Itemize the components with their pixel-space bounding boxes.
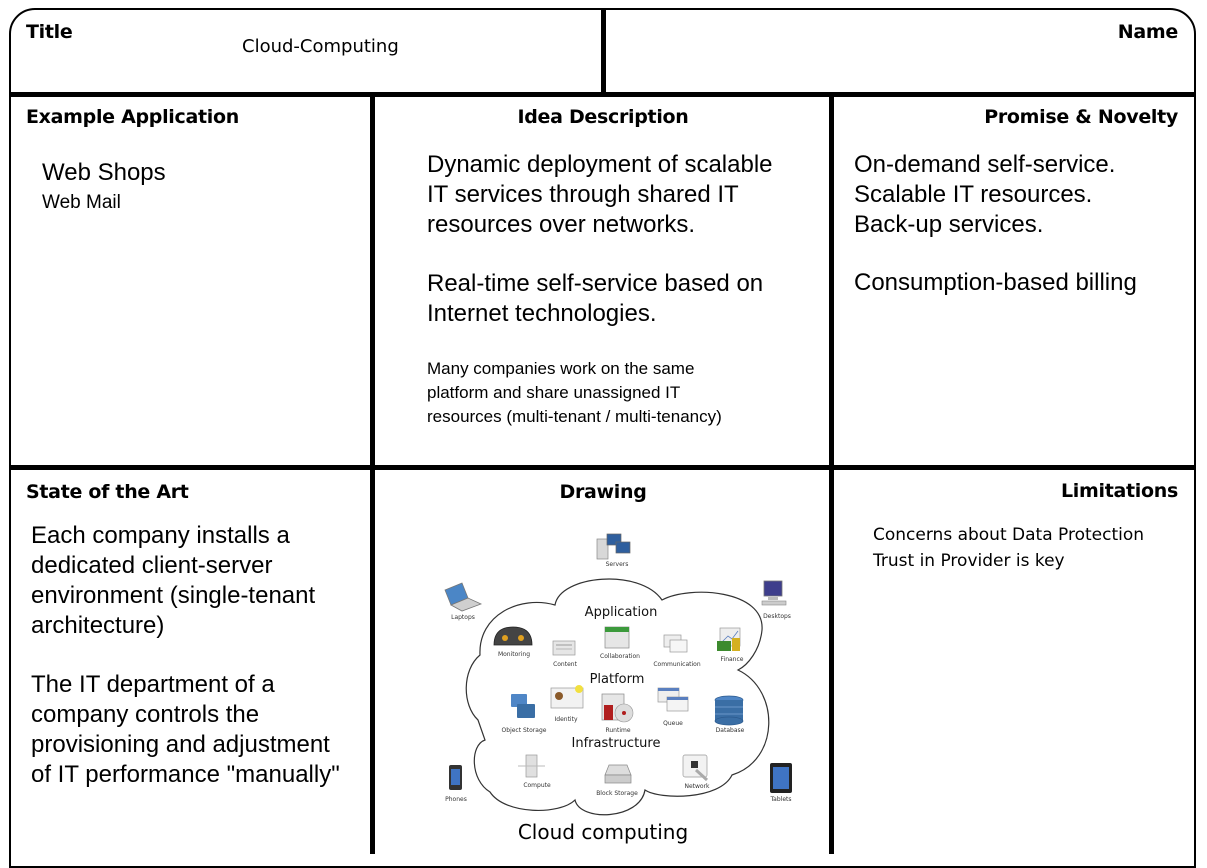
idea-description-heading: Idea Description <box>517 106 689 128</box>
network-label: Network <box>684 783 710 790</box>
database-label: Database <box>715 727 745 734</box>
layer-platform-label: Platform <box>589 672 645 687</box>
phones-label: Phones <box>445 796 467 803</box>
limitations-item: Trust in Provider is key <box>873 551 1065 571</box>
example-application-item: Web Shops <box>42 159 166 186</box>
promise-novelty-paragraph: Consumption-based billing <box>854 269 1137 296</box>
servers-label: Servers <box>605 561 629 568</box>
identity-label: Identity <box>554 716 578 723</box>
divider-header-mid <box>601 8 606 94</box>
content-label: Content <box>553 661 577 668</box>
communication-label: Communication <box>653 661 701 668</box>
divider-col-1 <box>370 94 375 854</box>
drawing-heading: Drawing <box>559 481 647 503</box>
monitoring-label: Monitoring <box>497 651 531 658</box>
desktops-label: Desktops <box>763 613 791 620</box>
idea-description-paragraph: Many companies work on the same platform… <box>427 359 722 426</box>
runtime-label: Runtime <box>605 727 631 734</box>
divider-col-2 <box>829 94 834 854</box>
drawing-caption: Cloud computing <box>517 820 689 844</box>
layer-infrastructure-label: Infrastructure <box>571 736 661 751</box>
object-storage-label: Object Storage <box>501 727 547 734</box>
tablets-label: Tablets <box>770 796 792 803</box>
limitations-item: Concerns about Data Protection <box>873 525 1145 545</box>
limitations-heading: Limitations <box>1060 480 1178 502</box>
title-label: Title <box>26 21 73 43</box>
collaboration-label: Collaboration <box>600 653 640 660</box>
layer-application-label: Application <box>584 605 658 620</box>
compute-label: Compute <box>523 782 551 789</box>
idea-description-paragraph: Dynamic deployment of scalable IT servic… <box>427 151 773 238</box>
state-of-the-art-paragraph: The IT department of a company controls … <box>31 671 340 788</box>
title-value: Cloud-Computing <box>242 36 399 57</box>
finance-label: Finance <box>720 656 744 663</box>
state-of-the-art-heading: State of the Art <box>26 481 189 503</box>
promise-novelty-heading: Promise & Novelty <box>984 106 1178 128</box>
example-application-item: Web Mail <box>42 192 121 213</box>
example-application-heading: Example Application <box>26 106 239 128</box>
state-of-the-art-paragraph: Each company installs a dedicated client… <box>31 522 316 639</box>
divider-header <box>9 92 1196 97</box>
block-storage-label: Block Storage <box>596 790 638 797</box>
laptops-label: Laptops <box>451 614 475 621</box>
name-label: Name <box>1117 21 1179 43</box>
idea-description-paragraph: Real-time self-service based on Internet… <box>427 270 764 327</box>
promise-novelty-paragraph: On-demand self-service. Scalable IT reso… <box>854 151 1116 238</box>
queue-label: Queue <box>663 720 683 727</box>
divider-row <box>9 465 1196 470</box>
